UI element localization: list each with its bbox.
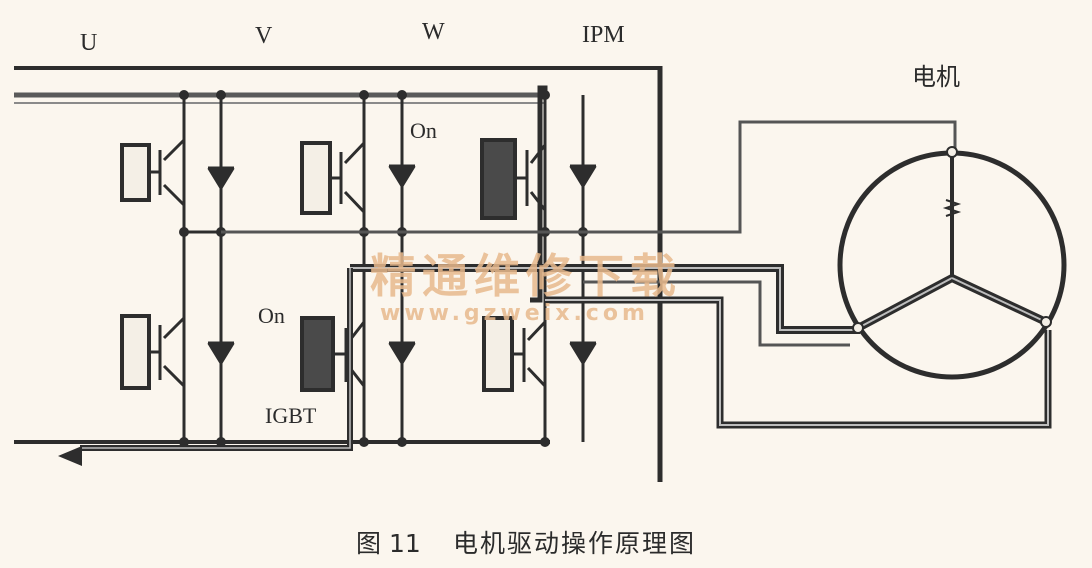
figure-caption: 电机驱动操作原理图 <box>453 529 696 558</box>
phase-v-leg <box>300 95 416 442</box>
current-path <box>58 85 1052 466</box>
label-igbt: IGBT <box>265 403 317 428</box>
watermark-url: www.gzweix.com <box>380 301 649 326</box>
label-phase-u: U <box>80 30 97 56</box>
current-arrow <box>58 446 82 466</box>
w-lower-gate <box>482 316 514 392</box>
v-lower-gate-on <box>300 316 335 392</box>
v-upper-gate <box>300 141 332 215</box>
figure-number: 图 11 <box>356 529 421 558</box>
watermark-title: 精通维修下载 <box>370 249 682 303</box>
motor <box>837 146 1067 380</box>
label-on-bottom: On <box>258 303 285 328</box>
u-lower-gate <box>120 314 151 390</box>
u-upper-gate <box>120 143 151 202</box>
label-phase-v: V <box>255 23 273 49</box>
w-upper-gate-on <box>480 138 517 220</box>
phase-u-leg <box>120 95 235 442</box>
bus-rails <box>14 66 663 482</box>
label-motor: 电机 <box>912 64 960 91</box>
label-phase-w: W <box>422 19 445 45</box>
label-on-top: On <box>410 118 437 143</box>
label-ipm: IPM <box>582 22 625 48</box>
